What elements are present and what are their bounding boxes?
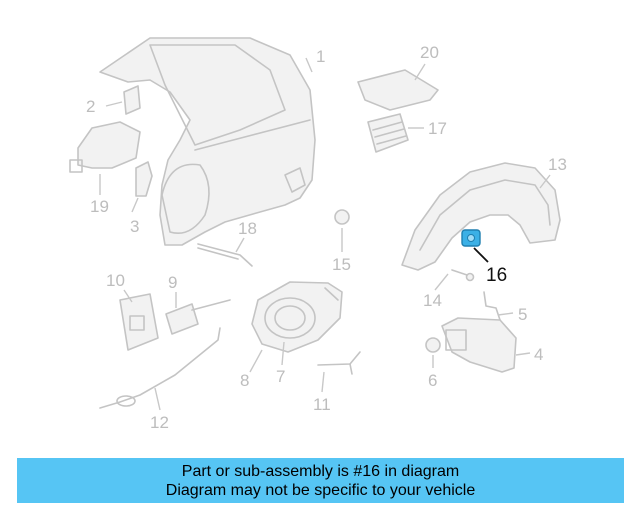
callout-12: 12	[150, 413, 169, 432]
callout-17: 17	[428, 119, 447, 138]
banner-line-disclaimer: Diagram may not be specific to your vehi…	[165, 482, 476, 499]
part-12-cable	[99, 327, 221, 409]
callout-15: 15	[332, 255, 351, 274]
part-3-latch	[135, 161, 153, 197]
part-18-strip	[197, 243, 253, 267]
callout-1: 1	[316, 47, 325, 66]
leader-lines	[99, 57, 551, 411]
callout-20: 20	[420, 43, 439, 62]
callout-14: 14	[423, 291, 442, 310]
part-9-module	[165, 299, 231, 335]
callout-11: 11	[313, 395, 331, 414]
part-19-housing	[69, 121, 141, 173]
callout-2: 2	[86, 97, 95, 116]
part-2-bracket	[123, 85, 141, 115]
part-6-cap	[425, 337, 441, 353]
parts-diagram: 1 2 3 4 5 6 7 8 9 10 11 12 13 14 15 16 1…	[69, 37, 567, 432]
callout-4: 4	[534, 345, 543, 364]
callout-3: 3	[130, 217, 139, 236]
part-7-8-filler-housing	[251, 281, 343, 353]
part-5-spring	[483, 291, 501, 321]
callout-10: 10	[106, 271, 125, 290]
callout-19: 19	[90, 197, 109, 216]
part-10-bracket	[119, 293, 159, 351]
callout-16-highlighted: 16	[486, 265, 507, 286]
part-14-screw	[451, 269, 475, 282]
part-16-clip-highlighted	[461, 229, 481, 247]
part-1-quarter-panel	[99, 37, 316, 246]
callout-9: 9	[168, 273, 177, 292]
part-4-fuel-door	[441, 317, 517, 373]
info-banner: Part or sub-assembly is #16 in diagram D…	[17, 458, 624, 503]
callout-5: 5	[518, 305, 527, 324]
part-13-liner	[401, 162, 561, 271]
part-20-panel	[357, 69, 439, 111]
callout-18: 18	[238, 219, 257, 238]
part-15-clip	[334, 209, 350, 225]
callout-7: 7	[276, 367, 285, 386]
callout-13: 13	[548, 155, 567, 174]
part-17-grille	[367, 113, 409, 153]
callout-8: 8	[240, 371, 249, 390]
banner-line-part-number: Part or sub-assembly is #16 in diagram	[181, 463, 460, 480]
callout-6: 6	[428, 371, 437, 390]
part-11-rod	[317, 351, 361, 375]
